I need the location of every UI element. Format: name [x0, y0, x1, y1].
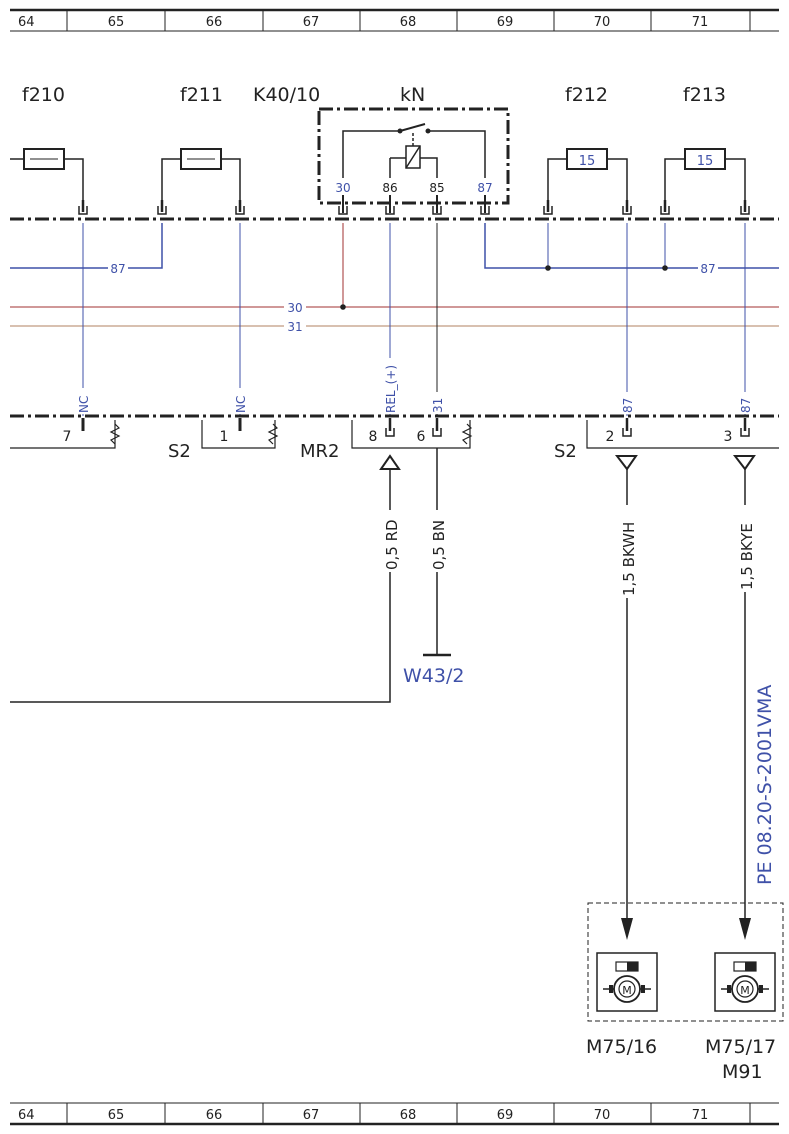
motor-label-m75-17: M75/17	[705, 1036, 776, 1058]
wire-label-31-vertical: 31	[431, 398, 445, 413]
reference-document-label[interactable]: PE 08.20-S-2001VMA	[754, 685, 776, 885]
lower-wires	[10, 448, 746, 922]
wire-label-31: 31	[287, 320, 302, 334]
wire-arrows	[621, 918, 751, 940]
fuse-label-f212: f212	[565, 84, 608, 106]
motor-enclosure	[587, 902, 784, 1022]
motor-m75-16: M	[596, 952, 658, 1012]
motor-label-m75-16: M75/16	[586, 1036, 657, 1058]
relay-kn	[317, 107, 510, 205]
connector-pin-3: 3	[724, 429, 733, 445]
wire-label-87-vertical-b: 87	[739, 398, 753, 413]
wire-spec-bkwh: 1,5 BKWH	[620, 522, 638, 596]
relay-pin-85: 85	[429, 181, 444, 195]
wire-label-87-left: 87	[110, 262, 125, 276]
grid-col-69-bottom: 69	[497, 1108, 514, 1123]
grid-col-66: 66	[206, 15, 223, 30]
grid-col-67: 67	[303, 15, 320, 30]
connector-pin-8: 8	[369, 429, 378, 445]
connector-pin-1: 1	[220, 429, 229, 445]
wire-label-87-vertical-a: 87	[621, 398, 635, 413]
relay-internal-pins	[342, 195, 486, 213]
grid-col-70: 70	[594, 15, 611, 30]
motor-symbol-m-1: M	[622, 984, 632, 997]
motor-symbol-m-2: M	[740, 984, 750, 997]
grid-col-65: 65	[108, 15, 125, 30]
arrow-down-2	[739, 918, 751, 940]
connector-springs	[109, 423, 473, 445]
fuse-rating-f213: 15	[697, 154, 714, 169]
connector-label-s2-right: S2	[554, 441, 577, 462]
grid-col-70-bottom: 70	[594, 1108, 611, 1123]
fuse-f210	[10, 148, 84, 205]
fuse-f213	[664, 148, 746, 205]
ground-point-label: W43/2	[403, 665, 464, 687]
fuse-label-f211: f211	[180, 84, 223, 106]
connector-label-s2-left: S2	[168, 441, 191, 462]
relay-label-kn: kN	[400, 84, 425, 106]
motor-label-m91: M91	[722, 1061, 763, 1083]
arrow-down-1	[621, 918, 633, 940]
bottom-grid-ruler: 64 65 66 67 68 69 70 71	[10, 1102, 779, 1126]
wire-spec-bkye: 1,5 BKYE	[738, 523, 756, 590]
grid-col-64-bottom: 64	[18, 1108, 35, 1123]
connector-pin-6: 6	[417, 429, 426, 445]
relay-pin-30: 30	[335, 181, 350, 195]
grid-col-69: 69	[497, 15, 514, 30]
upper-terminals	[78, 206, 750, 215]
relay-module-label: K40/10	[253, 84, 320, 106]
vertical-wires	[82, 223, 746, 416]
wire-label-30: 30	[287, 301, 302, 315]
grid-col-68: 68	[400, 15, 417, 30]
wire-label-87-right: 87	[700, 262, 715, 276]
wire-spec-bn: 0,5 BN	[430, 520, 448, 570]
top-grid-ruler: 64 65 66 67 68 69 70 71	[10, 8, 779, 32]
wire-spec-rd: 0,5 RD	[383, 519, 401, 570]
motor-m75-17: M	[714, 952, 776, 1012]
fuse-rating-f212: 15	[579, 154, 596, 169]
relay-pin-86: 86	[382, 181, 397, 195]
fuse-f212	[547, 148, 628, 205]
grid-col-68-bottom: 68	[400, 1108, 417, 1123]
fuse-f211	[161, 148, 241, 205]
grid-col-71-bottom: 71	[692, 1108, 709, 1123]
wire-87-left	[10, 223, 163, 269]
connector-pin-7: 7	[63, 429, 72, 445]
lower-pins	[81, 418, 242, 431]
grid-col-67-bottom: 67	[303, 1108, 320, 1123]
fuse-label-f210: f210	[22, 84, 65, 106]
relay-pin-87: 87	[477, 181, 492, 195]
wire-label-nc-2: NC	[234, 396, 248, 413]
grid-col-71: 71	[692, 15, 709, 30]
fuse-label-f213: f213	[683, 84, 726, 106]
wire-label-nc-1: NC	[77, 396, 91, 413]
connector-pin-2: 2	[606, 429, 615, 445]
wire-87-right	[484, 223, 779, 269]
grid-col-65-bottom: 65	[108, 1108, 125, 1123]
lower-sockets	[385, 418, 750, 437]
upper-terminal-pins	[81, 200, 747, 212]
connector-label-mr2: MR2	[300, 441, 340, 462]
wire-label-rel: REL_(+)	[384, 365, 398, 413]
grid-col-66-bottom: 66	[206, 1108, 223, 1123]
grid-col-64: 64	[18, 15, 35, 30]
